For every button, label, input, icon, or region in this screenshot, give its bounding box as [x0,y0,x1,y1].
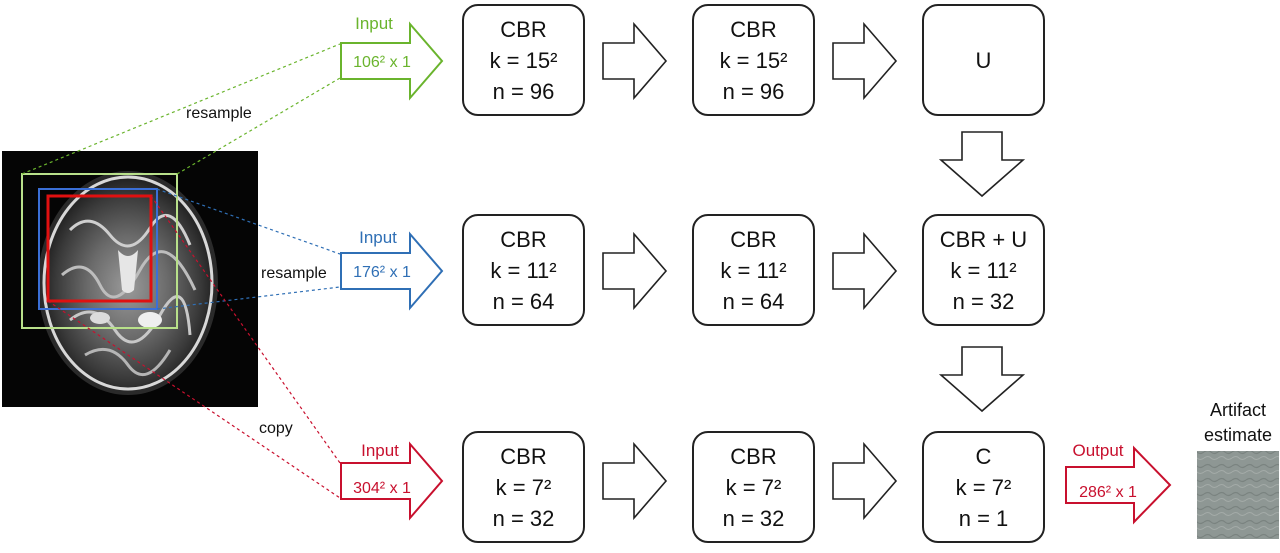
copy-lines-red [47,195,341,499]
output-arrow: Output 286² x 1 [1065,441,1172,525]
flow-arrow-r1-2 [832,21,898,101]
box-line: n = 1 [958,505,1009,531]
resample-lines-blue [156,188,341,310]
artifact-estimate-image [1197,451,1279,539]
box-line: n = 96 [492,78,555,104]
box-line: n = 64 [492,288,555,314]
input-caption-red: Input [361,441,399,460]
box-row2-col1: CBR k = 11² n = 64 [462,214,585,326]
box-row2-col3: CBR + U k = 11² n = 32 [922,214,1045,326]
crop-green-rect [21,173,178,329]
input-arrow-blue: Input 176² x 1 [340,228,444,311]
box-row1-col1: CBR k = 15² n = 96 [462,4,585,116]
box-line: CBR [730,16,777,42]
box-row1-col3: U [922,4,1045,116]
input-caption-blue: Input [359,228,397,247]
box-row1-col2: CBR k = 15² n = 96 [692,4,815,116]
box-line: CBR + U [939,226,1028,252]
box-line: U [975,47,992,73]
flow-arrow-r1-1 [602,21,668,101]
crop-blue-rect [38,188,158,310]
output-caption: Output [1072,441,1123,460]
box-line: CBR [500,443,547,469]
resample-lines-green [21,43,341,175]
box-line: CBR [500,16,547,42]
box-line: k = 11² [950,257,1017,283]
down-arrow-1 [938,131,1026,198]
box-line: k = 7² [495,474,552,500]
input-arrow-red: Input 304² x 1 [340,441,444,521]
flow-arrow-r3-1 [602,441,668,521]
box-line: CBR [730,443,777,469]
crop-red-rect [46,194,153,303]
copy-label: copy [259,420,293,437]
resample-mid-label: resample [261,265,327,282]
box-line: k = 11² [490,257,557,283]
box-row2-col2: CBR k = 11² n = 64 [692,214,815,326]
artifact-label-line1: Artifact [1210,400,1266,420]
flow-arrow-r3-2 [832,441,898,521]
box-row3-col1: CBR k = 7² n = 32 [462,431,585,543]
resample-top-label: resample [186,105,252,122]
artifact-label-line2: estimate [1204,425,1272,445]
flow-arrow-r2-1 [602,231,668,311]
box-line: k = 11² [720,257,787,283]
box-line: n = 32 [952,288,1015,314]
box-row3-col3: C k = 7² n = 1 [922,431,1045,543]
input-caption-green: Input [355,14,393,33]
box-line: CBR [500,226,547,252]
input-arrow-green: Input 106² x 1 [340,14,444,101]
box-line: n = 64 [722,288,785,314]
output-size: 286² x 1 [1079,484,1137,501]
box-row3-col2: CBR k = 7² n = 32 [692,431,815,543]
input-size-green: 106² x 1 [353,54,411,71]
box-line: k = 15² [719,47,788,73]
box-line: n = 32 [722,505,785,531]
box-line: n = 32 [492,505,555,531]
box-line: C [975,443,992,469]
box-line: k = 15² [489,47,558,73]
mri-scan-image [2,151,258,407]
flow-arrow-r2-2 [832,231,898,311]
box-line: k = 7² [725,474,782,500]
down-arrow-2 [938,346,1026,413]
input-size-blue: 176² x 1 [353,264,411,281]
box-line: CBR [730,226,777,252]
box-line: k = 7² [955,474,1012,500]
input-size-red: 304² x 1 [353,480,411,497]
box-line: n = 96 [722,78,785,104]
